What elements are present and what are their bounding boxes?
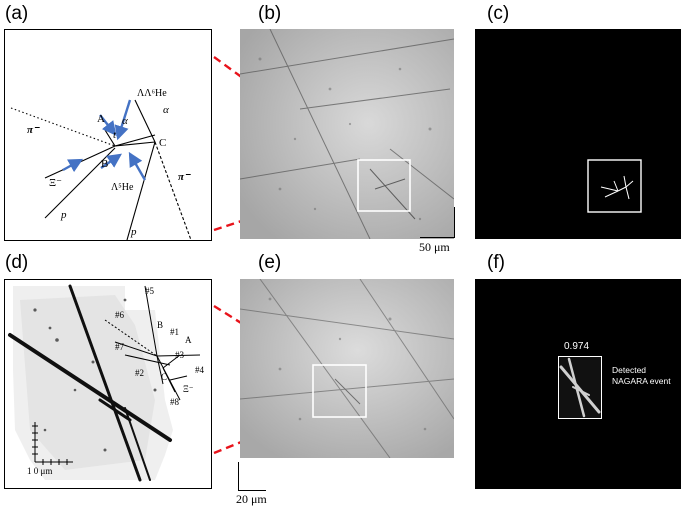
micrograph-b-texture [240,29,454,239]
track-label-3: #3 [175,350,185,360]
xi-minus-d-label: Ξ⁻ [183,384,194,394]
panel-label-b: (b) [258,3,282,24]
panel-label-d: (d) [5,252,29,273]
scalebar-e-label: 20 μm [236,492,267,506]
double-lambda-he6-label: ΛΛ⁶He [137,88,167,99]
particle-tracks [10,99,192,241]
scalebar-e-vertical [238,462,239,490]
detection-box-f [558,356,602,419]
track-label-2: #2 [135,368,144,378]
proton-label-1: p [60,209,67,221]
panel-e-micrograph [240,279,454,458]
vertex-d-a-label: A [185,335,192,345]
track-label-4: #4 [195,365,205,375]
triton-label: t [113,129,117,141]
detection-c-drawing [587,159,642,213]
detection-score: 0.974 [564,341,590,352]
vertex-d-c-label: C [161,372,167,382]
region-of-interest-box [357,159,411,212]
lambda-he5-label: Λ⁵He [111,182,134,193]
vertex-b-label: B [101,158,108,170]
pi-minus-left-label: π⁻ [27,124,40,136]
emulsion-tracks-d [8,284,172,482]
panel-d-mosaic: 1 0 μm #5 #6 #1 #3 #4 #7 #2 #8 B A C Ξ [4,279,212,489]
panel-label-c: (c) [487,3,510,24]
vertex-d-b-label: B [157,320,163,330]
micrograph-e-texture [240,279,454,458]
schematic-d [104,285,201,401]
panel-label-a: (a) [5,3,29,24]
proton-label-2: p [130,226,137,238]
panel-d-drawing: 1 0 μm #5 #6 #1 #3 #4 #7 #2 #8 B A C Ξ [8,284,205,482]
detected-tracks-c [600,175,634,200]
panel-c-detection [475,29,681,239]
detected-label-line1: Detected [612,365,647,375]
scalebar-b-vertical [454,207,455,237]
panel-label-f: (f) [487,252,505,273]
track-label-5: #5 [145,286,155,296]
scalebar-e-horizontal [238,490,266,491]
track-label-8: #8 [170,397,180,407]
detection-box-c [587,159,642,213]
panel-a-drawing: π⁻ π⁻ A B C t α α Ξ⁻ p p ΛΛ⁶He Λ⁵He [10,88,192,241]
track-label-6: #6 [115,310,125,320]
alpha-label-2: α [163,104,169,116]
alpha-label-1: α [122,115,128,127]
vertex-c-label: C [159,137,166,149]
panel-label-e: (e) [258,252,282,273]
scalebar-d-label: 1 0 μm [27,466,52,476]
scalebar-d [32,422,73,465]
scalebar-b-label: 50 μm [419,240,450,254]
detected-crop-f [559,357,601,418]
track-label-1: #1 [170,327,179,337]
track-label-7: #7 [115,342,125,352]
panel-b-micrograph [240,29,454,239]
vertex-a-label: A [97,113,105,125]
xi-minus-label: Ξ⁻ [49,177,62,189]
blue-arrows [62,99,147,181]
panel-f-detection: 0.974 Detected NAGARA event [475,279,681,489]
pi-minus-right-label: π⁻ [178,171,191,183]
detected-label-line2: NAGARA event [612,376,671,386]
region-of-interest-box-e [312,364,367,418]
scalebar-b-horizontal [420,237,455,238]
panel-a-schematic: π⁻ π⁻ A B C t α α Ξ⁻ p p ΛΛ⁶He Λ⁵He [4,29,212,241]
